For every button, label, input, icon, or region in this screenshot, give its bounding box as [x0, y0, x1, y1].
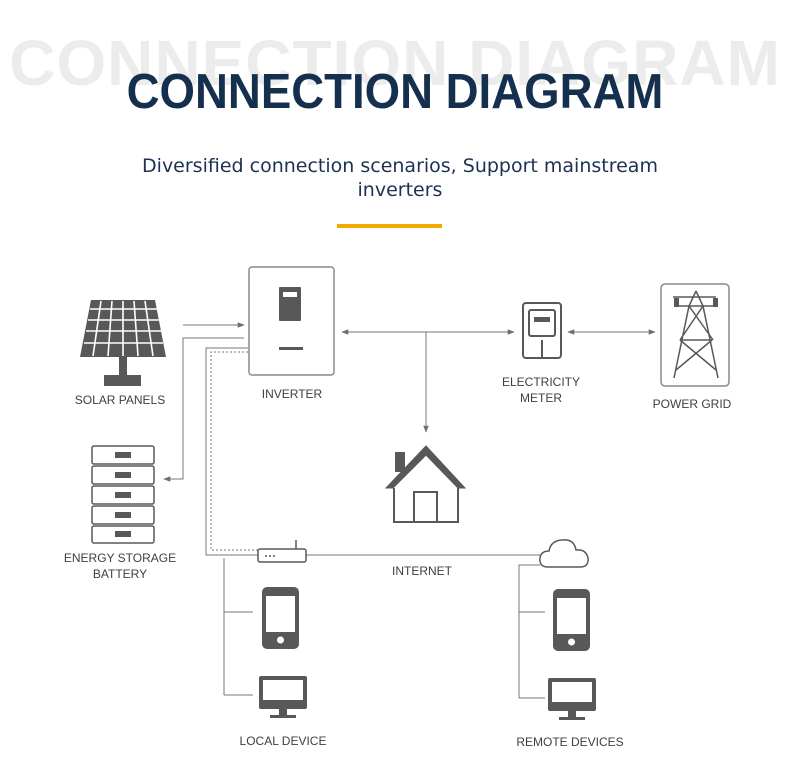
page-subtitle: Diversified connection scenarios, Suppor…	[142, 155, 658, 201]
smartphone-icon	[553, 589, 590, 651]
electricity-meter-label: ELECTRICITY METER	[501, 375, 580, 405]
local-device-label: LOCAL DEVICE	[239, 734, 327, 748]
accent-bar	[337, 224, 442, 228]
electricity-meter-icon	[522, 302, 562, 359]
inverter-to-battery-line	[163, 337, 244, 482]
cloud-icon	[539, 539, 589, 568]
title-watermark: CONNECTION DIAGRAM	[9, 27, 781, 99]
monitor-icon	[259, 676, 307, 718]
inverter-router-line	[205, 347, 258, 556]
remote-devices-label: REMOTE DEVICES	[516, 735, 624, 749]
solar-panels-label: SOLAR PANELS	[74, 393, 166, 407]
inverter-label: INVERTER	[261, 387, 323, 401]
power-tower-icon	[660, 283, 730, 387]
house-icon	[384, 445, 467, 523]
page-title: CONNECTION DIAGRAM	[126, 65, 664, 119]
internet-label: INTERNET	[392, 564, 452, 578]
monitor-icon	[548, 678, 596, 720]
remote-tree-trunk	[518, 564, 540, 698]
router-icon	[257, 540, 307, 563]
power-grid-label: POWER GRID	[652, 397, 732, 411]
connection-lines	[163, 322, 656, 699]
solar-panel-icon	[80, 300, 166, 386]
inverter-router-dotted-line	[210, 351, 258, 551]
inverter-icon	[248, 266, 335, 376]
battery-stack-icon	[91, 445, 155, 544]
energy-storage-label: ENERGY STORAGE BATTERY	[63, 551, 177, 581]
smartphone-icon	[262, 587, 299, 649]
